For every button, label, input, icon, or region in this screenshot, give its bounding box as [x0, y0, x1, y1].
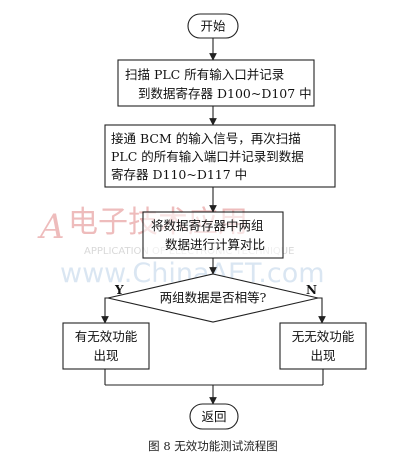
compute-line-2: 数据进行计算对比 [165, 237, 265, 252]
invalid-yes-line-2: 出现 [93, 348, 118, 363]
branch-no-label: N [306, 283, 317, 297]
scan1-line-1: 扫描 PLC 所有输入口并记录 [125, 67, 284, 82]
start-label: 开始 [200, 19, 226, 34]
scan2-node: 接通 BCM 的输入信号，再次扫描 PLC 的所有输入端口并记录到数据 寄存器 … [104, 124, 336, 188]
invalid-yes-line-1: 有无效功能 [75, 329, 138, 344]
decision-label: 两组数据是否相等? [160, 290, 267, 305]
scan2-line-2: PLC 的所有输入端口并记录到数据 [111, 149, 304, 164]
end-label: 返回 [201, 409, 226, 424]
decision-node: 两组数据是否相等? [107, 273, 319, 323]
scan2-line-1: 接通 BCM 的输入信号，再次扫描 [111, 131, 301, 146]
scan2-line-3: 寄存器 D110~D117 中 [111, 167, 247, 182]
compute-line-1: 将数据寄存器中两组 [151, 218, 264, 233]
figure-caption: 图 8 无效功能测试流程图 [148, 439, 278, 453]
compute-node: 将数据寄存器中两组 数据进行计算对比 [142, 211, 284, 259]
start-node: 开始 [187, 13, 239, 39]
branch-yes-label: Y [114, 283, 124, 297]
end-node: 返回 [189, 403, 239, 430]
scan1-line-2: 到数据寄存器 D100~D107 中 [138, 86, 312, 101]
watermark-logo-letter: A [37, 207, 65, 247]
invalid-yes-node: 有无效功能 出现 [62, 322, 150, 370]
scan1-node: 扫描 PLC 所有输入口并记录 到数据寄存器 D100~D107 中 [117, 59, 315, 107]
invalid-no-line-1: 无无效功能 [292, 329, 355, 344]
invalid-no-line-2: 出现 [310, 348, 335, 363]
invalid-no-node: 无无效功能 出现 [279, 322, 367, 370]
edge-decision-yes [101, 297, 109, 324]
edge-decision-no [318, 297, 326, 324]
